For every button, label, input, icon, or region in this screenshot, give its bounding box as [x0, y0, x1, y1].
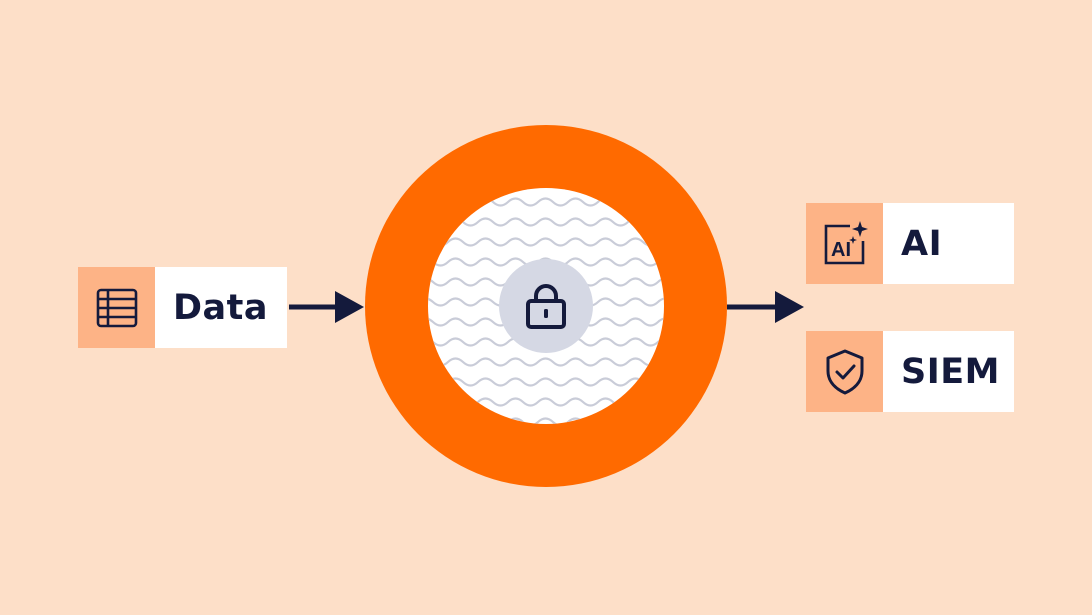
ai-label: AI: [901, 223, 943, 264]
siem-label: SIEM: [901, 351, 1000, 392]
arrow-core-to-outputs: [727, 291, 804, 323]
siem-node: SIEM: [806, 331, 1014, 412]
wave-line: [428, 397, 664, 407]
ai-node: AI AI: [806, 203, 1014, 284]
wave-line: [428, 237, 664, 247]
svg-text:AI: AI: [831, 239, 851, 261]
shield-check-icon: [806, 331, 883, 412]
wave-line: [428, 197, 664, 207]
ring-core: [428, 188, 664, 424]
data-label: Data: [173, 287, 269, 328]
lock-badge: [499, 259, 593, 353]
lock-icon: [526, 284, 566, 329]
wave-line: [428, 377, 664, 387]
arrow-data-to-core: [289, 291, 364, 323]
data-node: Data: [78, 267, 287, 348]
encryption-ring: [365, 125, 727, 487]
wave-line: [428, 357, 664, 367]
database-icon: [78, 267, 155, 348]
wave-line: [428, 217, 664, 227]
wave-line: [428, 417, 664, 424]
ai-sparkle-icon: AI: [806, 203, 883, 284]
